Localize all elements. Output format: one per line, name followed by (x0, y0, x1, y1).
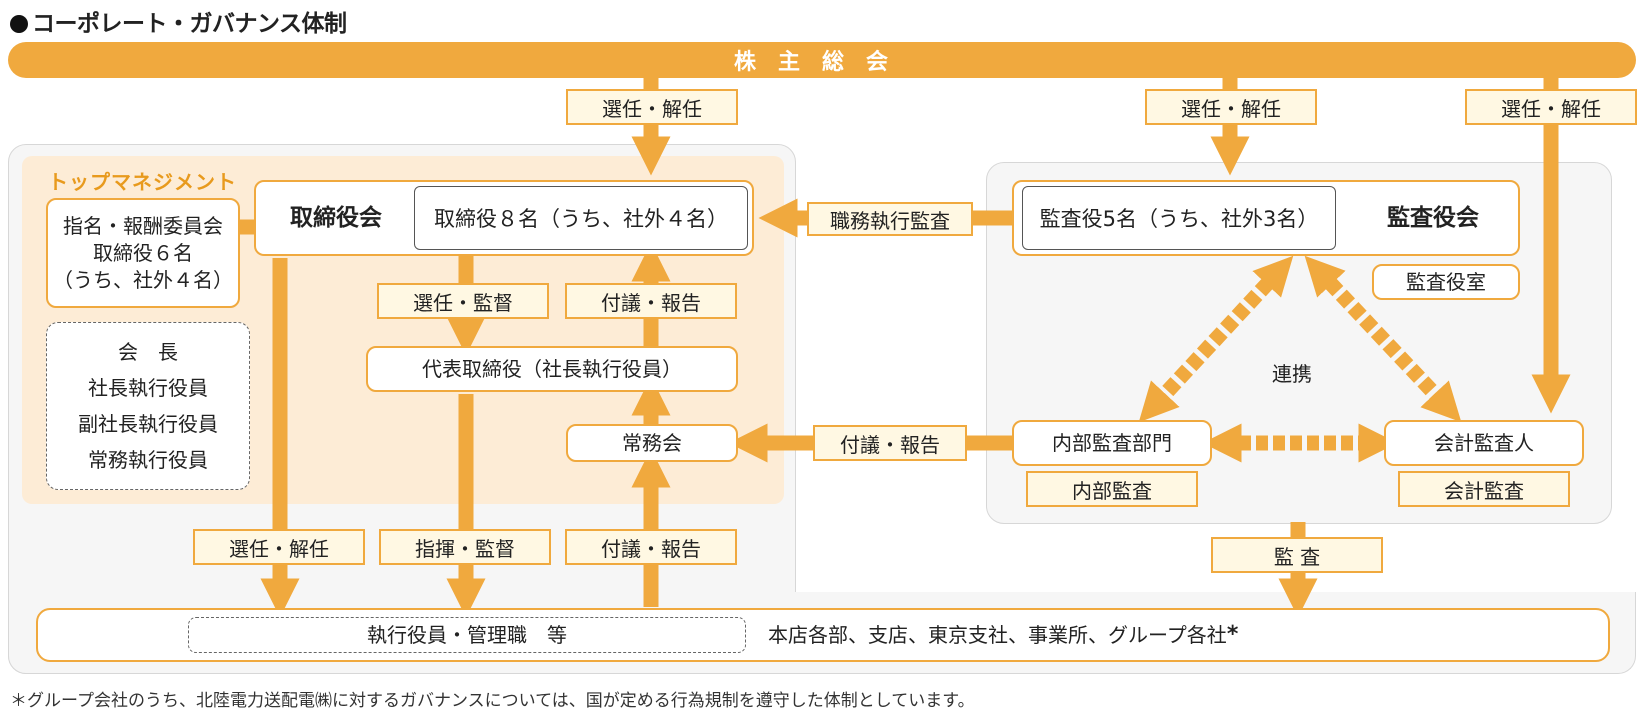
label-elect-dismiss-audit: 選任・解任 (1145, 89, 1317, 125)
label-elect-dismiss-accounting: 選任・解任 (1465, 89, 1637, 125)
label-elect-supervise: 選任・監督 (377, 283, 549, 319)
top-management-label: トップマネジメント (48, 170, 237, 194)
label-propose-report-board: 付議・報告 (565, 283, 737, 319)
audit-board-composition: 監査役5名（うち、社外3名） (1022, 186, 1336, 250)
shareholders-meeting-bar: 株主総会 (8, 42, 1636, 78)
operations-bar: 執行役員・管理職 等 本店各部、支店、東京支社、事業所、グループ各社 * (36, 608, 1610, 662)
audit-board-name: 監査役会 (1387, 205, 1479, 231)
label-propose-report-internal: 付議・報告 (813, 425, 967, 461)
label-internal-audit: 内部監査 (1026, 471, 1198, 507)
cooperation-arrow-audit-internal (1138, 255, 1294, 423)
audit-office-box: 監査役室 (1372, 264, 1520, 300)
accounting-auditor-box: 会計監査人 (1384, 420, 1584, 466)
representative-director-box: 代表取締役（社長執行役員） (366, 346, 738, 392)
footnote: ＊グループ会社のうち、北陸電力送配電㈱に対するガバナンスについては、国が定める行… (10, 691, 975, 711)
label-audit: 監 査 (1211, 537, 1383, 573)
executives-managers-box: 執行役員・管理職 等 (188, 617, 746, 653)
label-direct-supervise: 指揮・監督 (379, 529, 551, 565)
board-name: 取締役会 (290, 205, 382, 231)
managing-committee-box: 常務会 (566, 424, 738, 462)
nomination-committee-box: 指名・報酬委員会 取締役６名 （うち、社外４名） (46, 198, 240, 308)
board-composition: 取締役８名（うち、社外４名） (414, 186, 748, 250)
label-accounting-audit: 会計監査 (1398, 471, 1570, 507)
label-elect-dismiss-bottom: 選任・解任 (193, 529, 365, 565)
bullet-icon (10, 15, 28, 33)
page-title: コーポレート・ガバナンス体制 (10, 4, 347, 38)
departments-text: 本店各部、支店、東京支社、事業所、グループ各社 (768, 623, 1227, 647)
label-exec-audit: 職務執行監査 (807, 202, 973, 236)
footnote-marker: * (1226, 622, 1239, 647)
cooperation-arrow-audit-accounting (1304, 255, 1462, 423)
label-propose-report-bottom: 付議・報告 (565, 529, 737, 565)
cooperation-label: 連携 (1272, 362, 1312, 386)
internal-audit-dept-box: 内部監査部門 (1012, 420, 1212, 466)
label-elect-dismiss-board: 選任・解任 (566, 89, 738, 125)
executives-box: 会 長 社長執行役員 副社長執行役員 常務執行役員 (46, 322, 250, 490)
